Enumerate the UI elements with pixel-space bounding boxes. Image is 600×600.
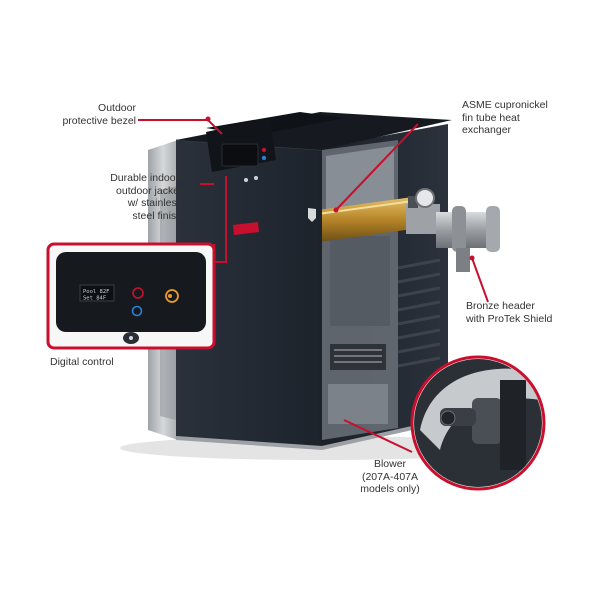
lcd-line-2: Set 84F [83,296,106,302]
bronze-header [406,188,500,272]
label-bronze-header: Bronze header with ProTek Shield [466,300,553,325]
label-jacket: Durable indoor/ outdoor jacket w/ stainl… [110,172,182,222]
label-digital-control: Digital control [50,356,114,368]
label-heat-exchanger: ASME cupronickel fin tube heat exchanger [462,99,548,136]
blower-inset [410,355,546,491]
control-bezel [206,118,276,182]
heat-icon [165,289,179,303]
digital-control-inset: Pool 82F Set 84F [46,242,216,350]
lcd-line-1: Pool 82F [83,289,110,295]
label-blower: Blower (207A-407A models only) [360,458,420,495]
mode-icon [131,305,143,317]
power-icon [132,287,144,299]
label-bezel: Outdoor protective bezel [62,102,136,127]
brand-badge [233,222,259,235]
shield-icon [308,208,316,222]
